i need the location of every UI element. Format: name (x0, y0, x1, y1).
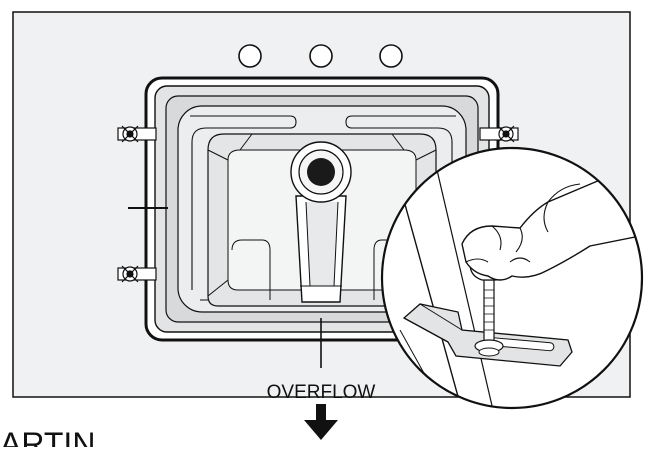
faucet-hole-right (379, 44, 403, 68)
corner-brand-text: ARTIN (0, 426, 95, 447)
sink (144, 76, 500, 342)
detail-inset (380, 146, 644, 410)
mounting-clips (117, 125, 519, 283)
basin-side-step-left (231, 239, 271, 300)
arrow-down-icon (304, 404, 338, 440)
mounting-clip-top-left (117, 125, 157, 143)
mounting-clip-top-right (479, 125, 519, 143)
inset-bolt (483, 279, 495, 343)
ledge-groove-right (345, 115, 456, 290)
faucet-holes (238, 44, 403, 68)
mounting-clip-bottom-left (117, 265, 157, 283)
drain-hole (307, 158, 335, 186)
faucet-hole-left (238, 44, 262, 68)
faucet-hole-center (309, 44, 333, 68)
overflow-channel-inner (305, 201, 339, 287)
ledge-groove-left (190, 115, 297, 290)
overflow-label: OVERFLOW (267, 382, 376, 403)
